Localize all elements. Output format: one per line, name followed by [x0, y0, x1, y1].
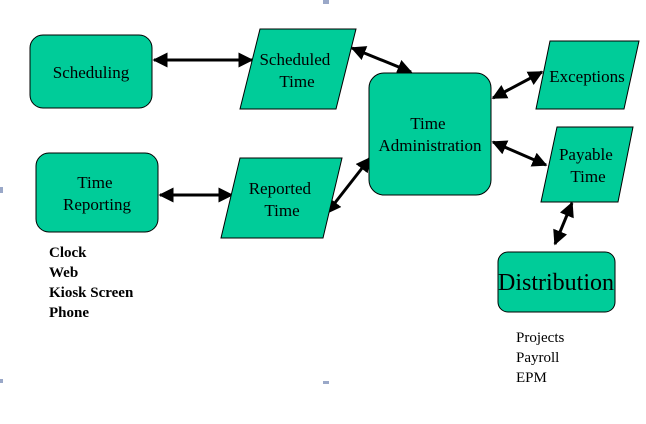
- connectors: [152, 46, 574, 246]
- distribution-target-item: Projects: [516, 330, 565, 346]
- node-scheduling: Scheduling: [29, 34, 153, 109]
- scheduling-label: Scheduling: [53, 63, 130, 82]
- reporting-source-item: Web: [49, 265, 79, 281]
- selection-handle-bottom: [323, 381, 329, 384]
- distribution-target-item: Payroll: [516, 350, 560, 366]
- arrow-reported-time-time-administration: [325, 156, 372, 215]
- arrow-time-administration-payable-time: [491, 140, 548, 167]
- svg-text:Scheduling: Scheduling: [53, 63, 130, 82]
- reporting-source-item: Kiosk Screen: [49, 285, 134, 301]
- svg-text:Payable Time: Payable Time: [559, 145, 617, 186]
- arrow-payable-time-distribution: [553, 201, 574, 246]
- node-reported-time: Reported Time: [220, 157, 343, 239]
- node-payable-time: Payable Time: [540, 126, 634, 203]
- svg-text:Time Reporting: Time Reporting: [63, 173, 131, 214]
- reported-time-label-line1: Reported: [249, 179, 312, 198]
- selection-handle-bottom-left: [0, 379, 3, 383]
- arrow-scheduled-time-time-administration: [350, 46, 413, 74]
- payable-time-label-line1: Payable: [559, 145, 613, 164]
- scheduled-time-label-line1: Scheduled: [259, 50, 330, 69]
- node-scheduled-time: Scheduled Time: [239, 28, 357, 110]
- scheduled-time-label-line2: Time: [279, 72, 314, 91]
- payable-time-label-line2: Time: [570, 167, 605, 186]
- time-reporting-label-line1: Time: [77, 173, 112, 192]
- node-time-administration: Time Administration: [368, 72, 492, 196]
- distribution-label: Distribution: [498, 270, 614, 296]
- exceptions-label: Exceptions: [549, 67, 625, 86]
- time-reporting-label-line2: Reporting: [63, 195, 131, 214]
- node-time-reporting: Time Reporting: [35, 152, 159, 233]
- selection-handle-top: [323, 0, 329, 4]
- svg-text:Reported Time: Reported Time: [249, 179, 316, 220]
- svg-text:Scheduled Time: Scheduled Time: [259, 50, 334, 91]
- node-distribution: Distribution: [497, 251, 616, 313]
- reporting-source-item: Clock: [49, 245, 87, 261]
- selection-handle-left: [0, 187, 3, 193]
- distribution-target-item: EPM: [516, 370, 547, 386]
- arrow-time-administration-exceptions: [491, 70, 544, 100]
- node-exceptions: Exceptions: [535, 40, 640, 110]
- reported-time-label-line2: Time: [264, 201, 299, 220]
- svg-text:Time Administration: Time Administration: [379, 114, 482, 155]
- reporting-source-item: Phone: [49, 305, 90, 321]
- reporting-sources-list: Clock Web Kiosk Screen Phone: [49, 243, 133, 323]
- svg-text:Exceptions: Exceptions: [549, 67, 625, 86]
- distribution-targets-list: Projects Payroll EPM: [516, 328, 564, 388]
- svg-text:Distribution: Distribution: [498, 270, 614, 296]
- time-administration-label-line1: Time: [410, 114, 445, 133]
- time-administration-label-line2: Administration: [379, 136, 482, 155]
